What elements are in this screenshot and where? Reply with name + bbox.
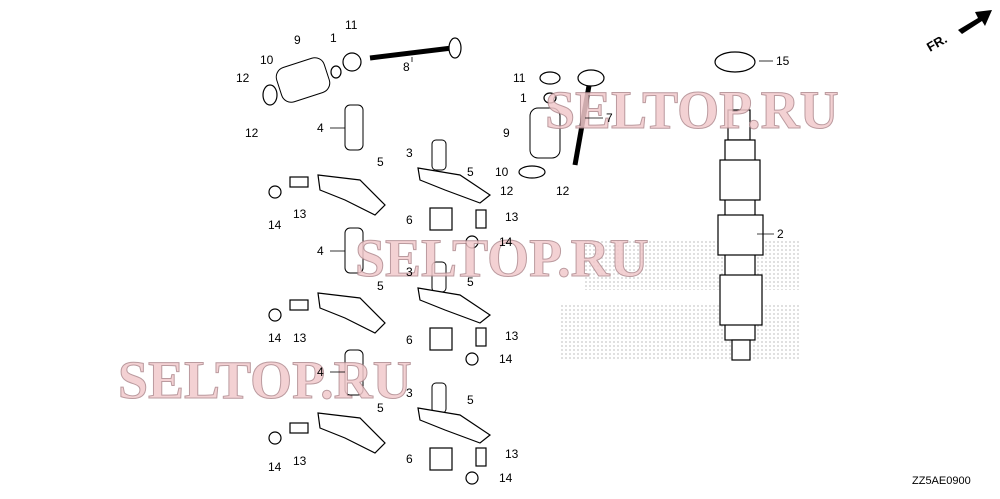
callout: 6 [406, 213, 413, 227]
diagram-code: ZZ5AE0900 [912, 475, 971, 487]
leader-lines [330, 57, 774, 373]
callout: 13 [293, 331, 307, 345]
callout: 12 [236, 71, 250, 85]
callout: 4 [317, 244, 324, 258]
arrow-icon [958, 10, 992, 34]
callout: 15 [776, 54, 790, 68]
rocker-arms [317, 167, 492, 454]
retainers [262, 52, 561, 179]
callout: 5 [467, 393, 474, 407]
callout: 1 [520, 91, 527, 105]
callout: 13 [293, 207, 307, 221]
callout: 3 [406, 146, 413, 160]
callout: 10 [495, 165, 509, 179]
valve-springs [275, 57, 561, 414]
oil-seal [714, 51, 756, 73]
callout: 5 [467, 165, 474, 179]
callout: 5 [377, 155, 384, 169]
callout: 3 [406, 265, 413, 279]
callout: 13 [293, 454, 307, 468]
callout: 11 [345, 18, 358, 32]
valve-exhaust [572, 69, 605, 166]
callout: 13 [505, 210, 519, 224]
callout: 5 [467, 275, 474, 289]
watermark: SELTOP.RU [355, 228, 649, 288]
watermark: SELTOP.RU [545, 80, 839, 140]
callout: 5 [377, 279, 384, 293]
callout: 1 [330, 31, 337, 45]
callout: 13 [505, 447, 519, 461]
callout: 7 [606, 111, 613, 125]
adjusting-screws-nuts-pivots [268, 176, 487, 485]
callout: 11 [513, 71, 526, 85]
watermark: SELTOP.RU [118, 350, 412, 410]
callout: 2 [777, 227, 784, 241]
callout: 12 [556, 184, 570, 198]
callout: 14 [499, 471, 513, 485]
front-direction-indicator: FR. [924, 10, 992, 55]
callout: 5 [377, 401, 384, 415]
callout: 12 [500, 184, 514, 198]
callout: 4 [317, 365, 324, 379]
callouts: 9 1 11 10 8 12 12 4 5 14 13 3 5 6 13 14 … [236, 18, 790, 485]
callout: 14 [499, 235, 513, 249]
callout: 8 [403, 60, 410, 74]
callout: 13 [505, 329, 519, 343]
callout: 14 [499, 352, 513, 366]
callout: 14 [268, 218, 282, 232]
callout: 4 [317, 121, 324, 135]
valve-intake [369, 37, 462, 61]
callout: 9 [503, 126, 510, 140]
camshaft [717, 109, 764, 361]
callout: 6 [406, 333, 413, 347]
callout: 6 [406, 452, 413, 466]
direction-label: FR. [924, 31, 950, 54]
callout: 12 [245, 126, 259, 140]
callout: 10 [260, 53, 274, 67]
callout: 14 [268, 460, 282, 474]
callout: 3 [406, 386, 413, 400]
callout: 14 [268, 331, 282, 345]
callout: 9 [294, 33, 301, 47]
